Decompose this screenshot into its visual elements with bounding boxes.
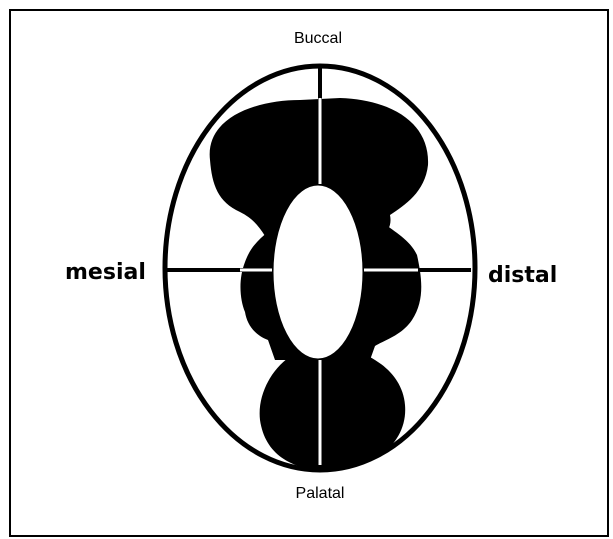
- buccal-label: Buccal: [294, 31, 342, 47]
- mesial-label: mesial: [65, 262, 146, 284]
- palatal-label: Palatal: [296, 486, 345, 502]
- pulp-canal: [272, 184, 364, 360]
- distal-label: distal: [488, 265, 557, 287]
